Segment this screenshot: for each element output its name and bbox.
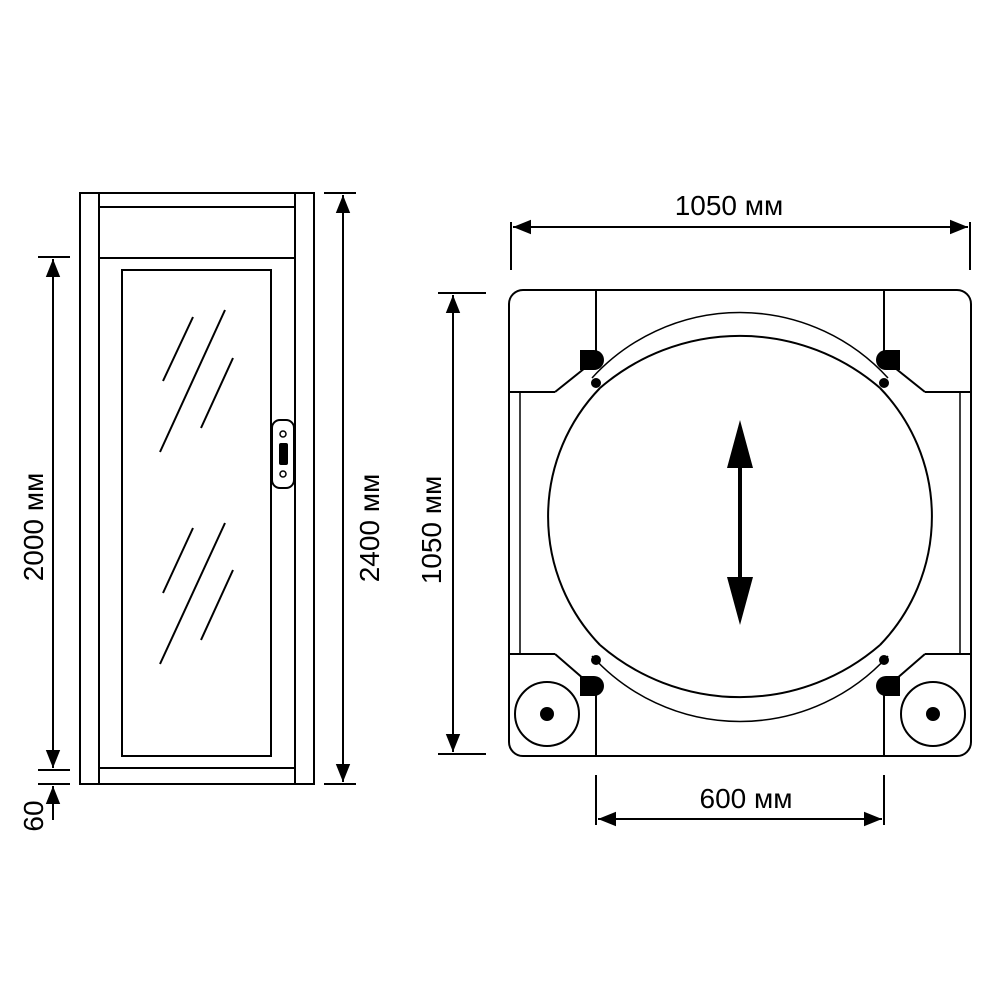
door-lock-icon (271, 419, 295, 489)
glass-reflection-icon (159, 309, 234, 665)
plan-outline (508, 289, 972, 757)
dimension-2000: 2000 мм (18, 256, 70, 771)
door-glass-panel (121, 269, 272, 757)
dimension-2400: 2400 мм (324, 192, 385, 785)
dimension-width-1050: 1050 мм (510, 190, 971, 270)
dimension-depth-label: 1050 мм (416, 476, 447, 585)
dimension-2400-label: 2400 мм (354, 474, 385, 583)
dimension-depth-1050: 1050 мм (416, 292, 486, 755)
turntable-circle (547, 387, 601, 646)
dimension-2000-label: 2000 мм (18, 473, 49, 582)
dimension-600-label: 600 мм (700, 783, 793, 814)
door-elevation (79, 192, 315, 785)
plan-view (508, 289, 972, 757)
dimension-width-label: 1050 мм (675, 190, 784, 221)
cabinet-outline (79, 192, 315, 785)
clamp-icon (580, 350, 604, 370)
dimension-600: 600 мм (595, 775, 885, 827)
dimension-60-label: 60 (18, 800, 49, 831)
caster-wheel-icon (514, 681, 580, 747)
caster-wheel-icon (900, 681, 966, 747)
double-arrow-icon (727, 420, 753, 625)
dimension-60: 60 (18, 783, 70, 832)
